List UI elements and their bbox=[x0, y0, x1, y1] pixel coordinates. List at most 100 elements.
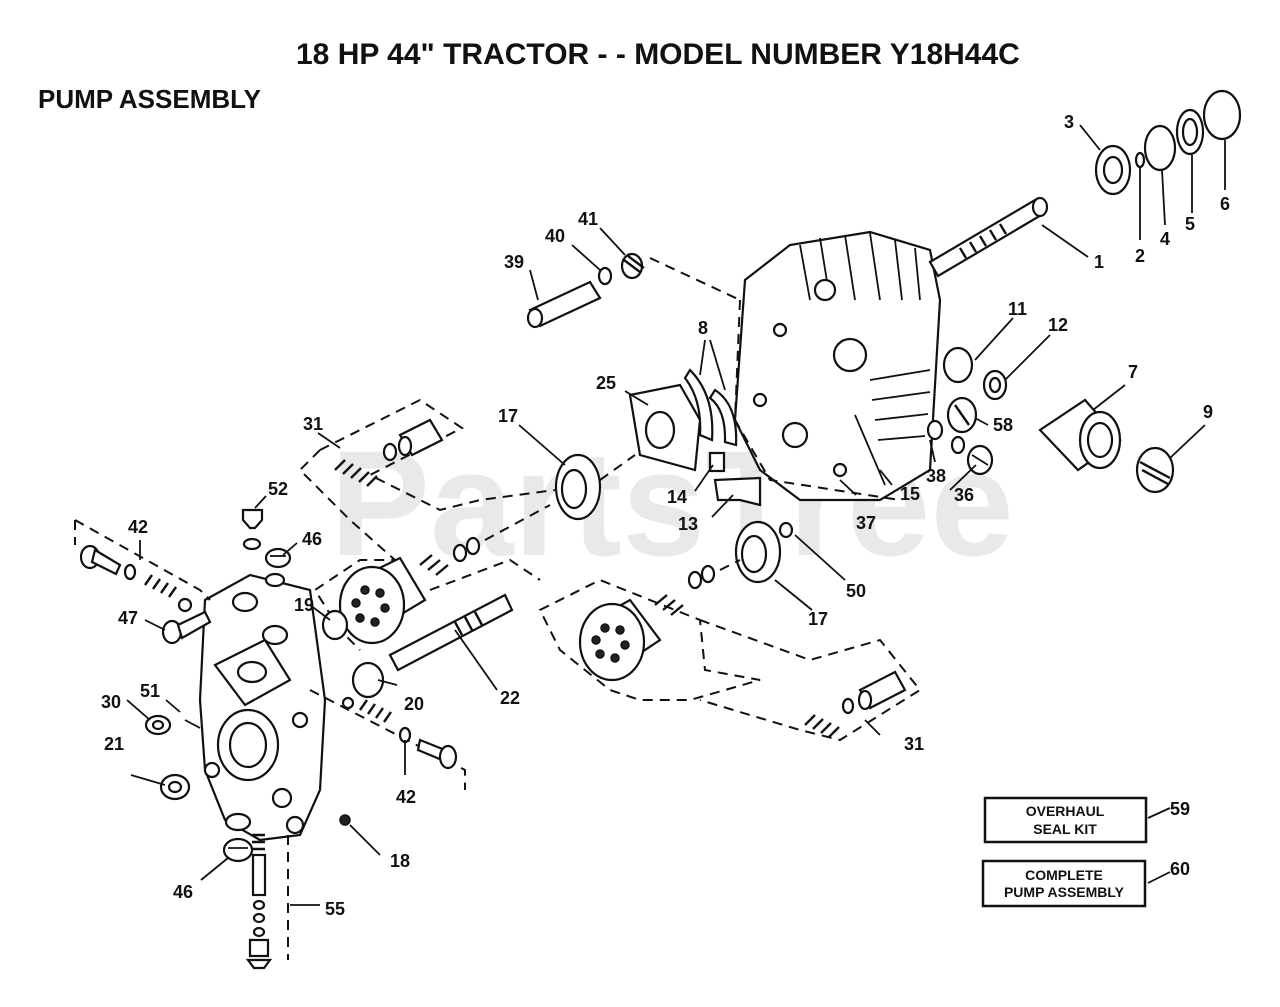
bushing[interactable] bbox=[942, 346, 974, 384]
seal[interactable] bbox=[159, 773, 191, 801]
callout-12: 12 bbox=[1048, 315, 1068, 335]
complete-pump-assembly-box: COMPLETE PUMP ASSEMBLY bbox=[981, 859, 1147, 908]
assembly-group-outline bbox=[309, 689, 466, 790]
bearing[interactable] bbox=[1094, 144, 1132, 196]
overhaul-label-line2: SEAL KIT bbox=[1033, 821, 1097, 837]
plug[interactable] bbox=[339, 814, 351, 826]
washer[interactable] bbox=[465, 536, 481, 556]
callout-36: 36 bbox=[954, 485, 974, 505]
o-ring[interactable] bbox=[926, 419, 944, 441]
pump-cylinder-block[interactable] bbox=[338, 556, 427, 645]
relief-spring[interactable] bbox=[334, 459, 378, 487]
pump-housing[interactable] bbox=[733, 230, 942, 502]
callout-46-upper: 46 bbox=[302, 529, 322, 549]
callout-4: 4 bbox=[1160, 229, 1170, 249]
center-section[interactable] bbox=[198, 573, 327, 842]
bolt[interactable] bbox=[161, 610, 212, 645]
check-spring[interactable] bbox=[144, 574, 177, 598]
callout-51: 51 bbox=[140, 681, 160, 701]
check-ball[interactable] bbox=[177, 597, 193, 613]
callout-47: 47 bbox=[118, 608, 138, 628]
o-ring[interactable] bbox=[123, 563, 137, 581]
callout-7: 7 bbox=[1128, 362, 1138, 382]
o-ring[interactable] bbox=[778, 521, 794, 539]
callout-22: 22 bbox=[500, 688, 520, 708]
motor-cylinder-block[interactable] bbox=[578, 598, 662, 682]
check-valve-plug[interactable] bbox=[416, 738, 458, 770]
o-ring[interactable] bbox=[950, 435, 966, 455]
assembly-group-outline bbox=[298, 449, 398, 651]
callout-40: 40 bbox=[545, 226, 565, 246]
o-ring[interactable] bbox=[382, 442, 398, 462]
callout-42-upper: 42 bbox=[128, 517, 148, 537]
o-ring[interactable] bbox=[264, 572, 286, 588]
relief-spring[interactable] bbox=[804, 714, 840, 738]
shaft-seal[interactable] bbox=[1175, 108, 1205, 156]
check-spring[interactable] bbox=[359, 699, 392, 723]
pin[interactable] bbox=[184, 719, 201, 729]
o-ring[interactable] bbox=[841, 697, 855, 715]
seal[interactable] bbox=[982, 369, 1008, 401]
check-valve[interactable] bbox=[526, 280, 602, 329]
washer[interactable] bbox=[700, 564, 716, 584]
callout-41: 41 bbox=[578, 209, 598, 229]
complete-label-line1: COMPLETE bbox=[1025, 867, 1103, 883]
callout-25: 25 bbox=[596, 373, 616, 393]
retaining-ring[interactable] bbox=[1134, 151, 1146, 169]
callout-38: 38 bbox=[926, 466, 946, 486]
bypass-valve-assembly[interactable] bbox=[245, 833, 273, 970]
washer[interactable] bbox=[1143, 124, 1177, 172]
callout-19: 19 bbox=[294, 595, 314, 615]
callout-52: 52 bbox=[268, 479, 288, 499]
swashplate-cradle[interactable] bbox=[628, 383, 702, 472]
assembly-group-outline bbox=[74, 519, 211, 601]
motor-block-spring[interactable] bbox=[654, 594, 684, 616]
coupling[interactable] bbox=[351, 661, 385, 699]
relief-valve-body[interactable] bbox=[397, 418, 444, 457]
sleeve[interactable] bbox=[1038, 398, 1122, 472]
bushing[interactable] bbox=[321, 609, 349, 641]
input-shaft[interactable] bbox=[928, 196, 1049, 278]
o-ring[interactable] bbox=[398, 726, 412, 744]
check-ball[interactable] bbox=[341, 696, 355, 710]
o-ring[interactable] bbox=[224, 812, 252, 832]
trunnion-arm[interactable] bbox=[713, 476, 762, 507]
callout-55: 55 bbox=[325, 899, 345, 919]
washer[interactable] bbox=[452, 543, 468, 563]
cylinder-block-bearing[interactable] bbox=[554, 453, 602, 521]
complete-label-line2: PUMP ASSEMBLY bbox=[1004, 884, 1125, 900]
thrust-plate[interactable] bbox=[683, 368, 714, 442]
end-cap[interactable] bbox=[1135, 446, 1175, 494]
callout-37: 37 bbox=[856, 513, 876, 533]
valve-spring[interactable] bbox=[620, 252, 645, 280]
washer[interactable] bbox=[144, 714, 172, 736]
o-ring[interactable] bbox=[597, 266, 613, 286]
callout-59: 59 bbox=[1170, 799, 1190, 819]
leader-lines bbox=[126, 124, 1226, 906]
plug[interactable] bbox=[222, 837, 254, 863]
callout-17-lower: 17 bbox=[808, 609, 828, 629]
section-title: PUMP ASSEMBLY bbox=[38, 84, 261, 114]
washer[interactable] bbox=[687, 570, 703, 590]
motor-block-bearing[interactable] bbox=[734, 520, 782, 584]
slot-guide[interactable] bbox=[708, 451, 726, 473]
plug[interactable] bbox=[946, 396, 978, 434]
assembly-line bbox=[649, 257, 741, 301]
o-ring[interactable] bbox=[242, 537, 262, 551]
plug[interactable] bbox=[241, 508, 264, 530]
relief-valve-body[interactable] bbox=[857, 670, 907, 711]
pump-shaft[interactable] bbox=[388, 593, 514, 672]
assembly-group-outline bbox=[319, 398, 556, 512]
snap-ring[interactable] bbox=[1202, 89, 1242, 141]
callout-6: 6 bbox=[1220, 194, 1230, 214]
assembly-line bbox=[599, 454, 636, 481]
callout-18: 18 bbox=[390, 851, 410, 871]
block-spring[interactable] bbox=[419, 554, 449, 576]
callout-2: 2 bbox=[1135, 246, 1145, 266]
thrust-plate[interactable] bbox=[708, 388, 738, 447]
callout-20: 20 bbox=[404, 694, 424, 714]
callout-58: 58 bbox=[993, 415, 1013, 435]
check-valve-plug[interactable] bbox=[79, 544, 122, 576]
assembly-group-outline bbox=[538, 578, 761, 701]
